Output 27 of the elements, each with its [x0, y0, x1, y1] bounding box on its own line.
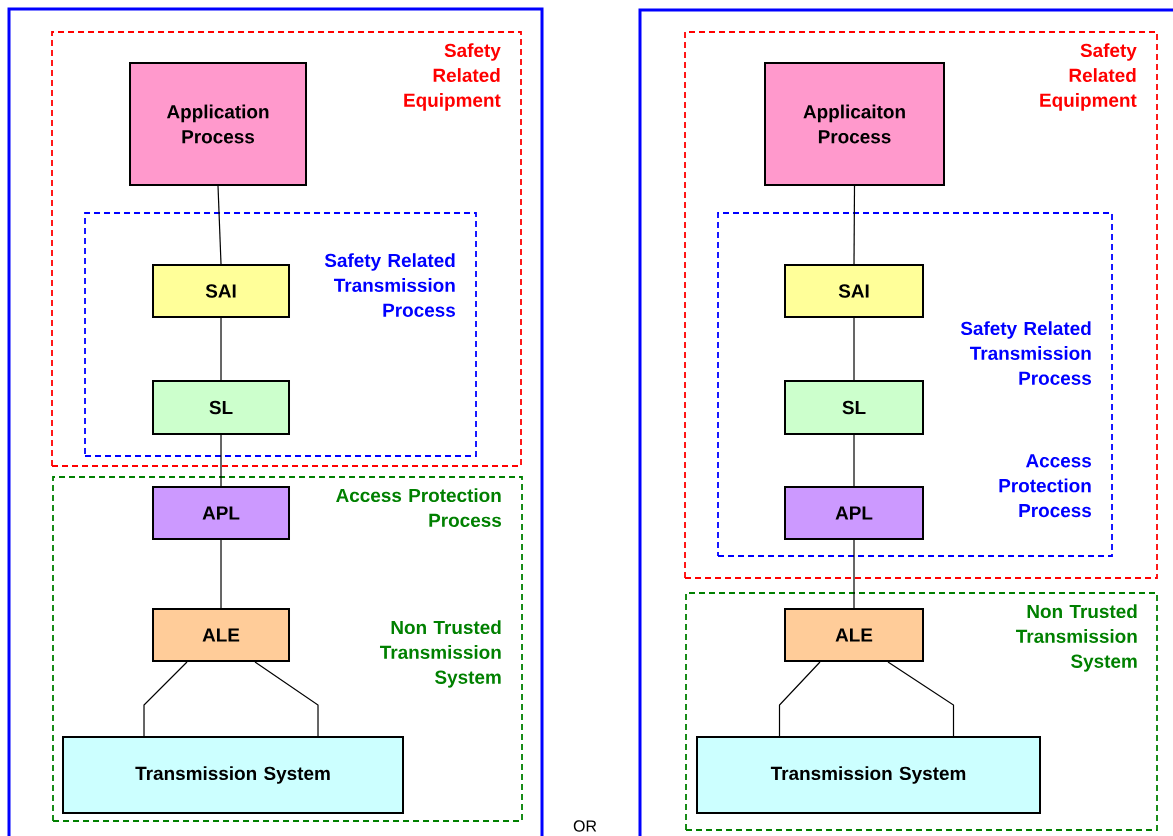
connector-line [853, 434, 855, 487]
connector-line [220, 539, 222, 609]
process-box: ALE [152, 608, 290, 662]
separator-label: OR [573, 820, 597, 832]
process-box: Applicaiton Process [764, 62, 945, 186]
process-box: APL [784, 486, 924, 540]
connector-line [853, 185, 856, 265]
process-box: Application Process [129, 62, 307, 186]
process-box: APL [152, 486, 290, 540]
panel-frame [7, 7, 544, 836]
process-box: Transmission System [62, 736, 404, 814]
connector-line [217, 185, 222, 265]
connector-line [220, 434, 222, 487]
connector-line [143, 661, 188, 737]
process-box: Transmission System [696, 736, 1041, 814]
panel-frame [638, 8, 1173, 836]
connector-line [853, 539, 855, 609]
connector-line [887, 661, 955, 737]
connector-line [853, 317, 855, 381]
process-box: SAI [152, 264, 290, 318]
connector-line [254, 661, 319, 737]
connector-line [778, 661, 821, 737]
process-box: SAI [784, 264, 924, 318]
process-box: SL [152, 380, 290, 435]
process-box: SL [784, 380, 924, 435]
connector-line [220, 317, 222, 381]
process-box: ALE [784, 608, 924, 662]
